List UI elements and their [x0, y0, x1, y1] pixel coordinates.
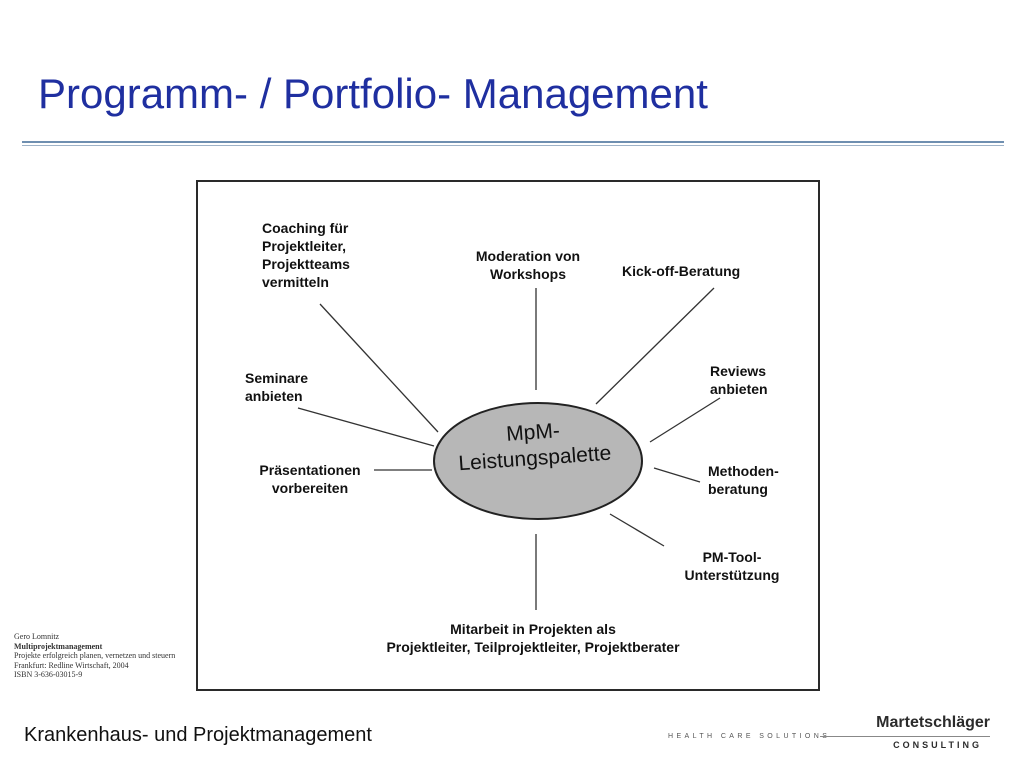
slide-title: Programm- / Portfolio- Management — [38, 70, 708, 117]
node-coaching: Coaching für Projektleiter, Projektteams… — [262, 220, 350, 290]
logo-name: Martetschläger — [876, 714, 990, 731]
spoke-reviews — [649, 397, 721, 443]
node-kickoff: Kick-off-Beratung — [622, 263, 741, 279]
logo-divider — [820, 736, 990, 737]
center-ellipse — [433, 402, 643, 520]
logo-subtitle: CONSULTING — [893, 740, 982, 750]
node-mitarbeit: Mitarbeit in Projekten als Projektleiter… — [386, 621, 680, 655]
spoke-kickoff — [595, 287, 715, 405]
node-methoden: Methoden- beratung — [708, 463, 779, 497]
node-reviews: Reviews anbieten — [710, 363, 768, 397]
title-divider — [22, 141, 1004, 143]
node-seminare: Seminare anbieten — [245, 370, 309, 404]
node-pmtool: PM-Tool- Unterstützung — [684, 549, 780, 583]
title-divider-thin — [22, 145, 1004, 146]
company-logo: Martetschläger CONSULTING — [820, 714, 996, 754]
diagram-connectors — [297, 287, 721, 610]
footer-text: Krankenhaus- und Projektmanagement — [24, 724, 372, 746]
spoke-pmtool — [609, 513, 665, 547]
mpm-diagram: MpM- Leistungspalette Coaching für Proje… — [196, 180, 820, 691]
footer-tagline: HEALTH CARE SOLUTIONS — [668, 733, 831, 740]
node-moderation: Moderation von Workshops — [475, 248, 581, 282]
spoke-methoden — [653, 467, 701, 483]
spoke-seminare — [297, 407, 435, 447]
source-citation: Gero Lomnitz Multiprojektmanagement Proj… — [14, 632, 176, 679]
node-praesentationen: Präsentationen vorbereiten — [259, 462, 361, 496]
spoke-coaching — [319, 303, 439, 433]
